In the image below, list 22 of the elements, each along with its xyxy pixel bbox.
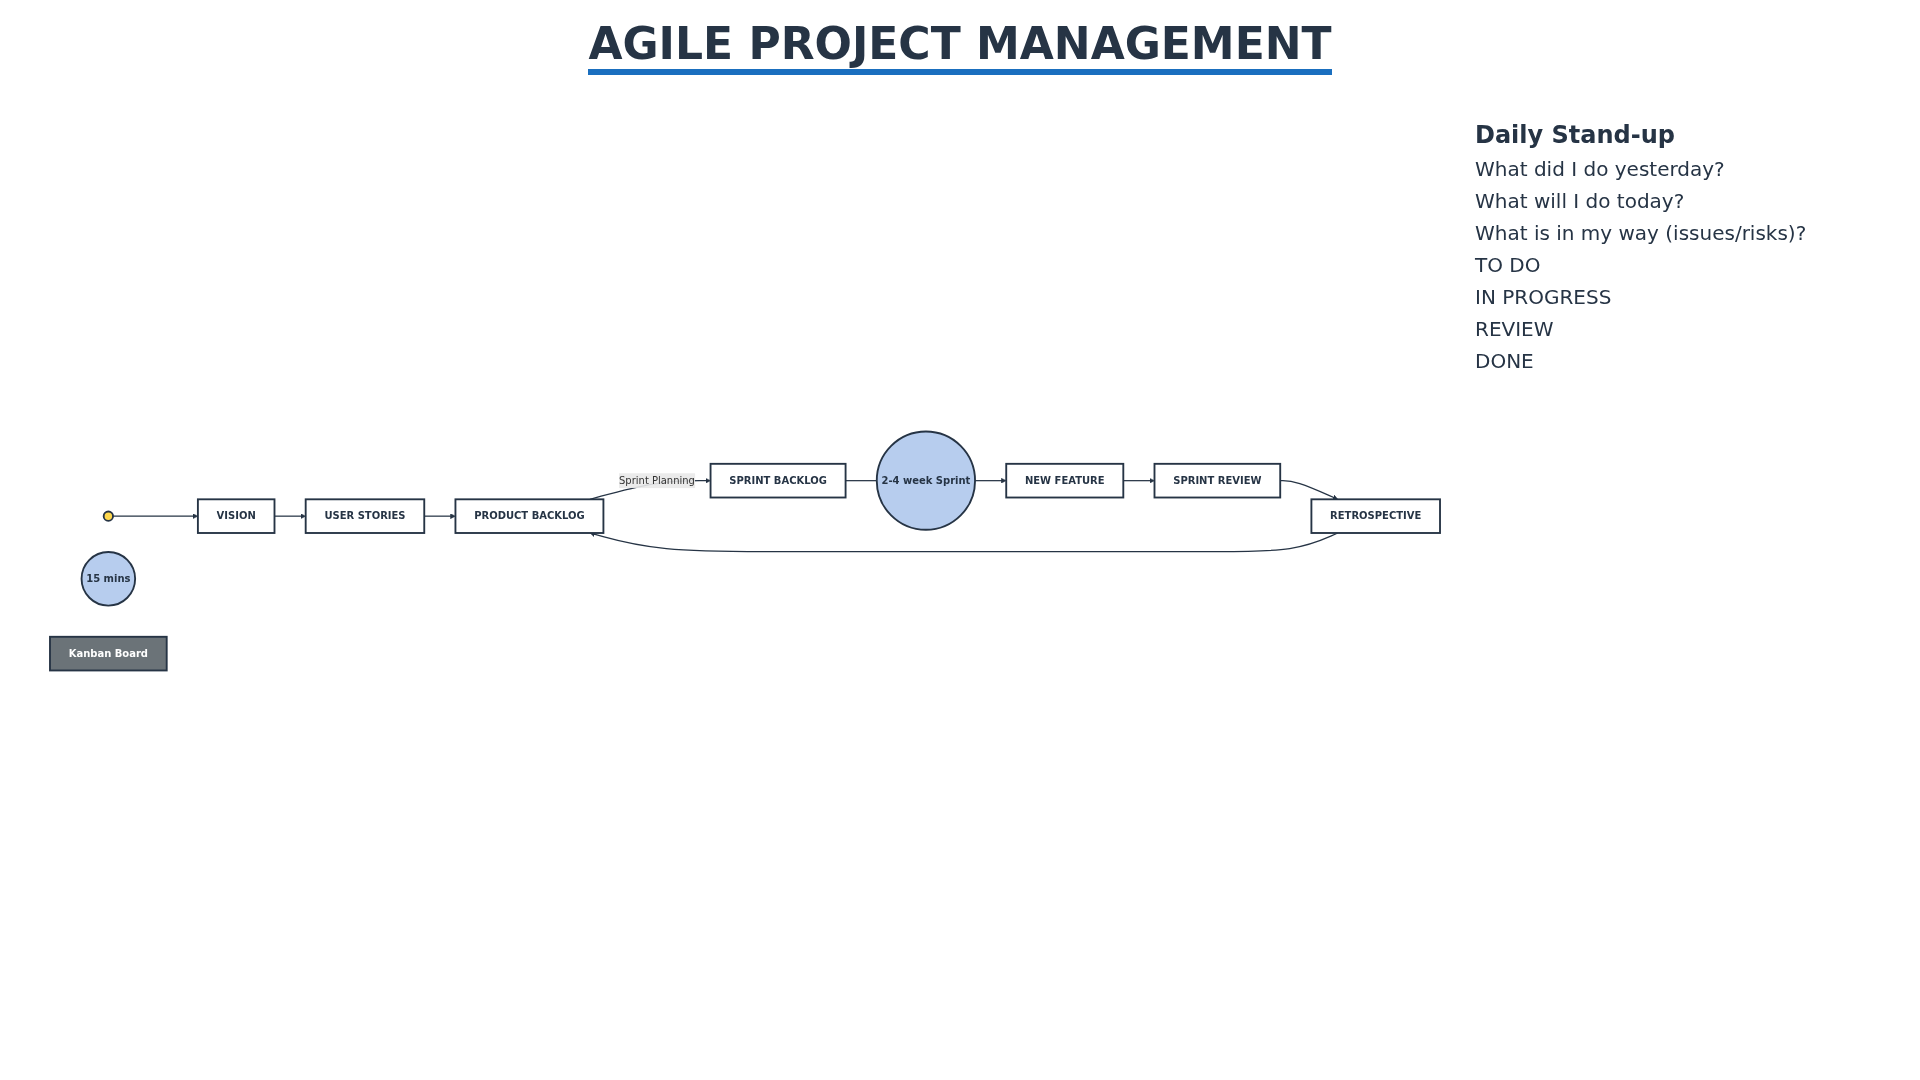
node-box: USER STORIES	[304, 498, 426, 534]
node-box: Kanban Board	[49, 635, 168, 672]
edge-label: Sprint Planning	[619, 474, 695, 487]
title: AGILE PROJECT MANAGEMENT	[588, 18, 1332, 75]
node-box: SPRINT BACKLOG	[709, 462, 847, 499]
node-box: PRODUCT BACKLOG	[454, 498, 605, 534]
node-box: VISION	[196, 498, 276, 534]
column-header: IN PROGRESS	[1475, 285, 1613, 309]
node-box: RETROSPECTIVE	[1310, 498, 1441, 534]
column-header: REVIEW	[1475, 317, 1555, 341]
heading: Daily Stand-up	[1475, 121, 1676, 149]
column-header: DONE	[1475, 349, 1535, 373]
arrow	[589, 531, 1339, 553]
column-header: TO DO	[1475, 253, 1542, 277]
node-box: NEW FEATURE	[1005, 462, 1125, 499]
node-circle: 15 mins	[80, 551, 137, 607]
question-text: What did I do yesterday?	[1475, 157, 1726, 181]
node-box: SPRINT REVIEW	[1153, 462, 1282, 499]
node-picture	[102, 510, 114, 522]
node-circle: 2-4 week Sprint	[875, 430, 976, 531]
question-text: What is in my way (issues/risks)?	[1475, 221, 1808, 245]
question-text: What will I do today?	[1475, 189, 1686, 213]
